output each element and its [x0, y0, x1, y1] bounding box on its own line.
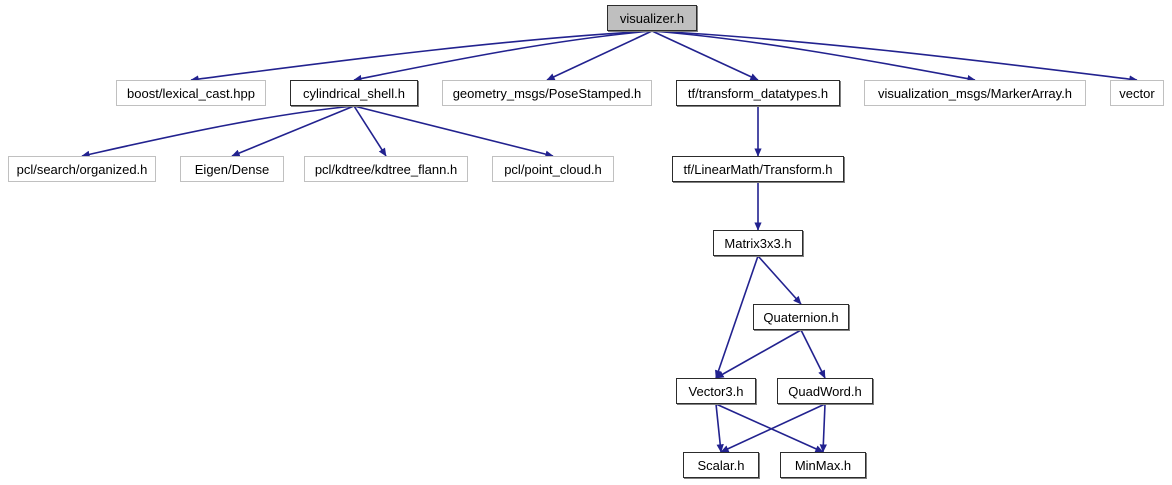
graph-node-label: tf/transform_datatypes.h	[687, 85, 829, 101]
graph-node-label: Matrix3x3.h	[724, 235, 792, 251]
graph-edge-cylindrical_shell-to-eigen_dense	[231, 105, 355, 157]
graph-node-lexical_cast[interactable]: boost/lexical_cast.hpp	[116, 80, 266, 106]
graph-node-eigen_dense[interactable]: Eigen/Dense	[180, 156, 284, 182]
graph-node-kdtree_flann[interactable]: pcl/kdtree/kdtree_flann.h	[304, 156, 468, 182]
graph-node-transform_datatypes[interactable]: tf/transform_datatypes.h	[676, 80, 840, 106]
graph-node-label: pcl/point_cloud.h	[504, 161, 602, 177]
graph-node-label: pcl/search/organized.h	[16, 161, 148, 177]
graph-node-label: QuadWord.h	[788, 383, 862, 399]
graph-node-label: tf/LinearMath/Transform.h	[683, 161, 833, 177]
graph-edge-visualizer-to-transform_datatypes	[651, 30, 759, 81]
graph-node-label: pcl/kdtree/kdtree_flann.h	[314, 161, 458, 177]
graph-node-label: geometry_msgs/PoseStamped.h	[452, 85, 642, 101]
graph-edge-vector3-to-minmax	[715, 403, 824, 453]
graph-node-quaternion[interactable]: Quaternion.h	[753, 304, 849, 330]
graph-edge-visualizer-to-pose_stamped	[546, 30, 653, 81]
graph-node-pose_stamped[interactable]: geometry_msgs/PoseStamped.h	[442, 80, 652, 106]
graph-edge-matrix3x3-to-vector3	[715, 255, 759, 379]
graph-node-label: MinMax.h	[794, 457, 852, 473]
graph-node-label: visualization_msgs/MarkerArray.h	[877, 85, 1073, 101]
graph-node-visualizer[interactable]: visualizer.h	[607, 5, 697, 31]
graph-node-label: Scalar.h	[697, 457, 745, 473]
graph-edge-quaternion-to-vector3	[715, 329, 802, 379]
graph-node-pcl_organized[interactable]: pcl/search/organized.h	[8, 156, 156, 182]
graph-node-cylindrical_shell[interactable]: cylindrical_shell.h	[290, 80, 418, 106]
graph-edge-quadword-to-minmax	[819, 403, 827, 453]
graph-edge-vector3-to-scalar	[715, 403, 724, 453]
graph-node-label: Vector3.h	[688, 383, 744, 399]
graph-edge-visualizer-to-cylindrical_shell	[353, 30, 653, 83]
graph-edge-cylindrical_shell-to-point_cloud	[353, 105, 554, 158]
graph-edge-matrix3x3-to-quaternion	[757, 255, 802, 305]
graph-node-linearmath_transform[interactable]: tf/LinearMath/Transform.h	[672, 156, 844, 182]
graph-edge-visualizer-to-lexical_cast	[190, 30, 653, 83]
graph-edge-quadword-to-scalar	[720, 403, 826, 453]
graph-node-label: Eigen/Dense	[194, 161, 270, 177]
graph-node-label: vector	[1119, 85, 1155, 101]
graph-node-scalar[interactable]: Scalar.h	[683, 452, 759, 478]
graph-node-minmax[interactable]: MinMax.h	[780, 452, 866, 478]
graph-edge-cylindrical_shell-to-kdtree_flann	[353, 105, 387, 157]
graph-node-label: boost/lexical_cast.hpp	[127, 85, 255, 101]
graph-node-vector3[interactable]: Vector3.h	[676, 378, 756, 404]
graph-node-label: Quaternion.h	[763, 309, 839, 325]
graph-edge-visualizer-to-marker_array	[651, 30, 976, 83]
graph-node-label: cylindrical_shell.h	[303, 85, 405, 101]
graph-node-matrix3x3[interactable]: Matrix3x3.h	[713, 230, 803, 256]
graph-node-point_cloud[interactable]: pcl/point_cloud.h	[492, 156, 614, 182]
graph-node-vector[interactable]: vector	[1110, 80, 1164, 106]
graph-node-quadword[interactable]: QuadWord.h	[777, 378, 873, 404]
graph-edge-cylindrical_shell-to-pcl_organized	[81, 105, 355, 158]
graph-node-label: visualizer.h	[619, 10, 685, 26]
graph-edge-visualizer-to-vector	[651, 30, 1138, 83]
graph-node-marker_array[interactable]: visualization_msgs/MarkerArray.h	[864, 80, 1086, 106]
graph-edge-quaternion-to-quadword	[800, 329, 826, 379]
